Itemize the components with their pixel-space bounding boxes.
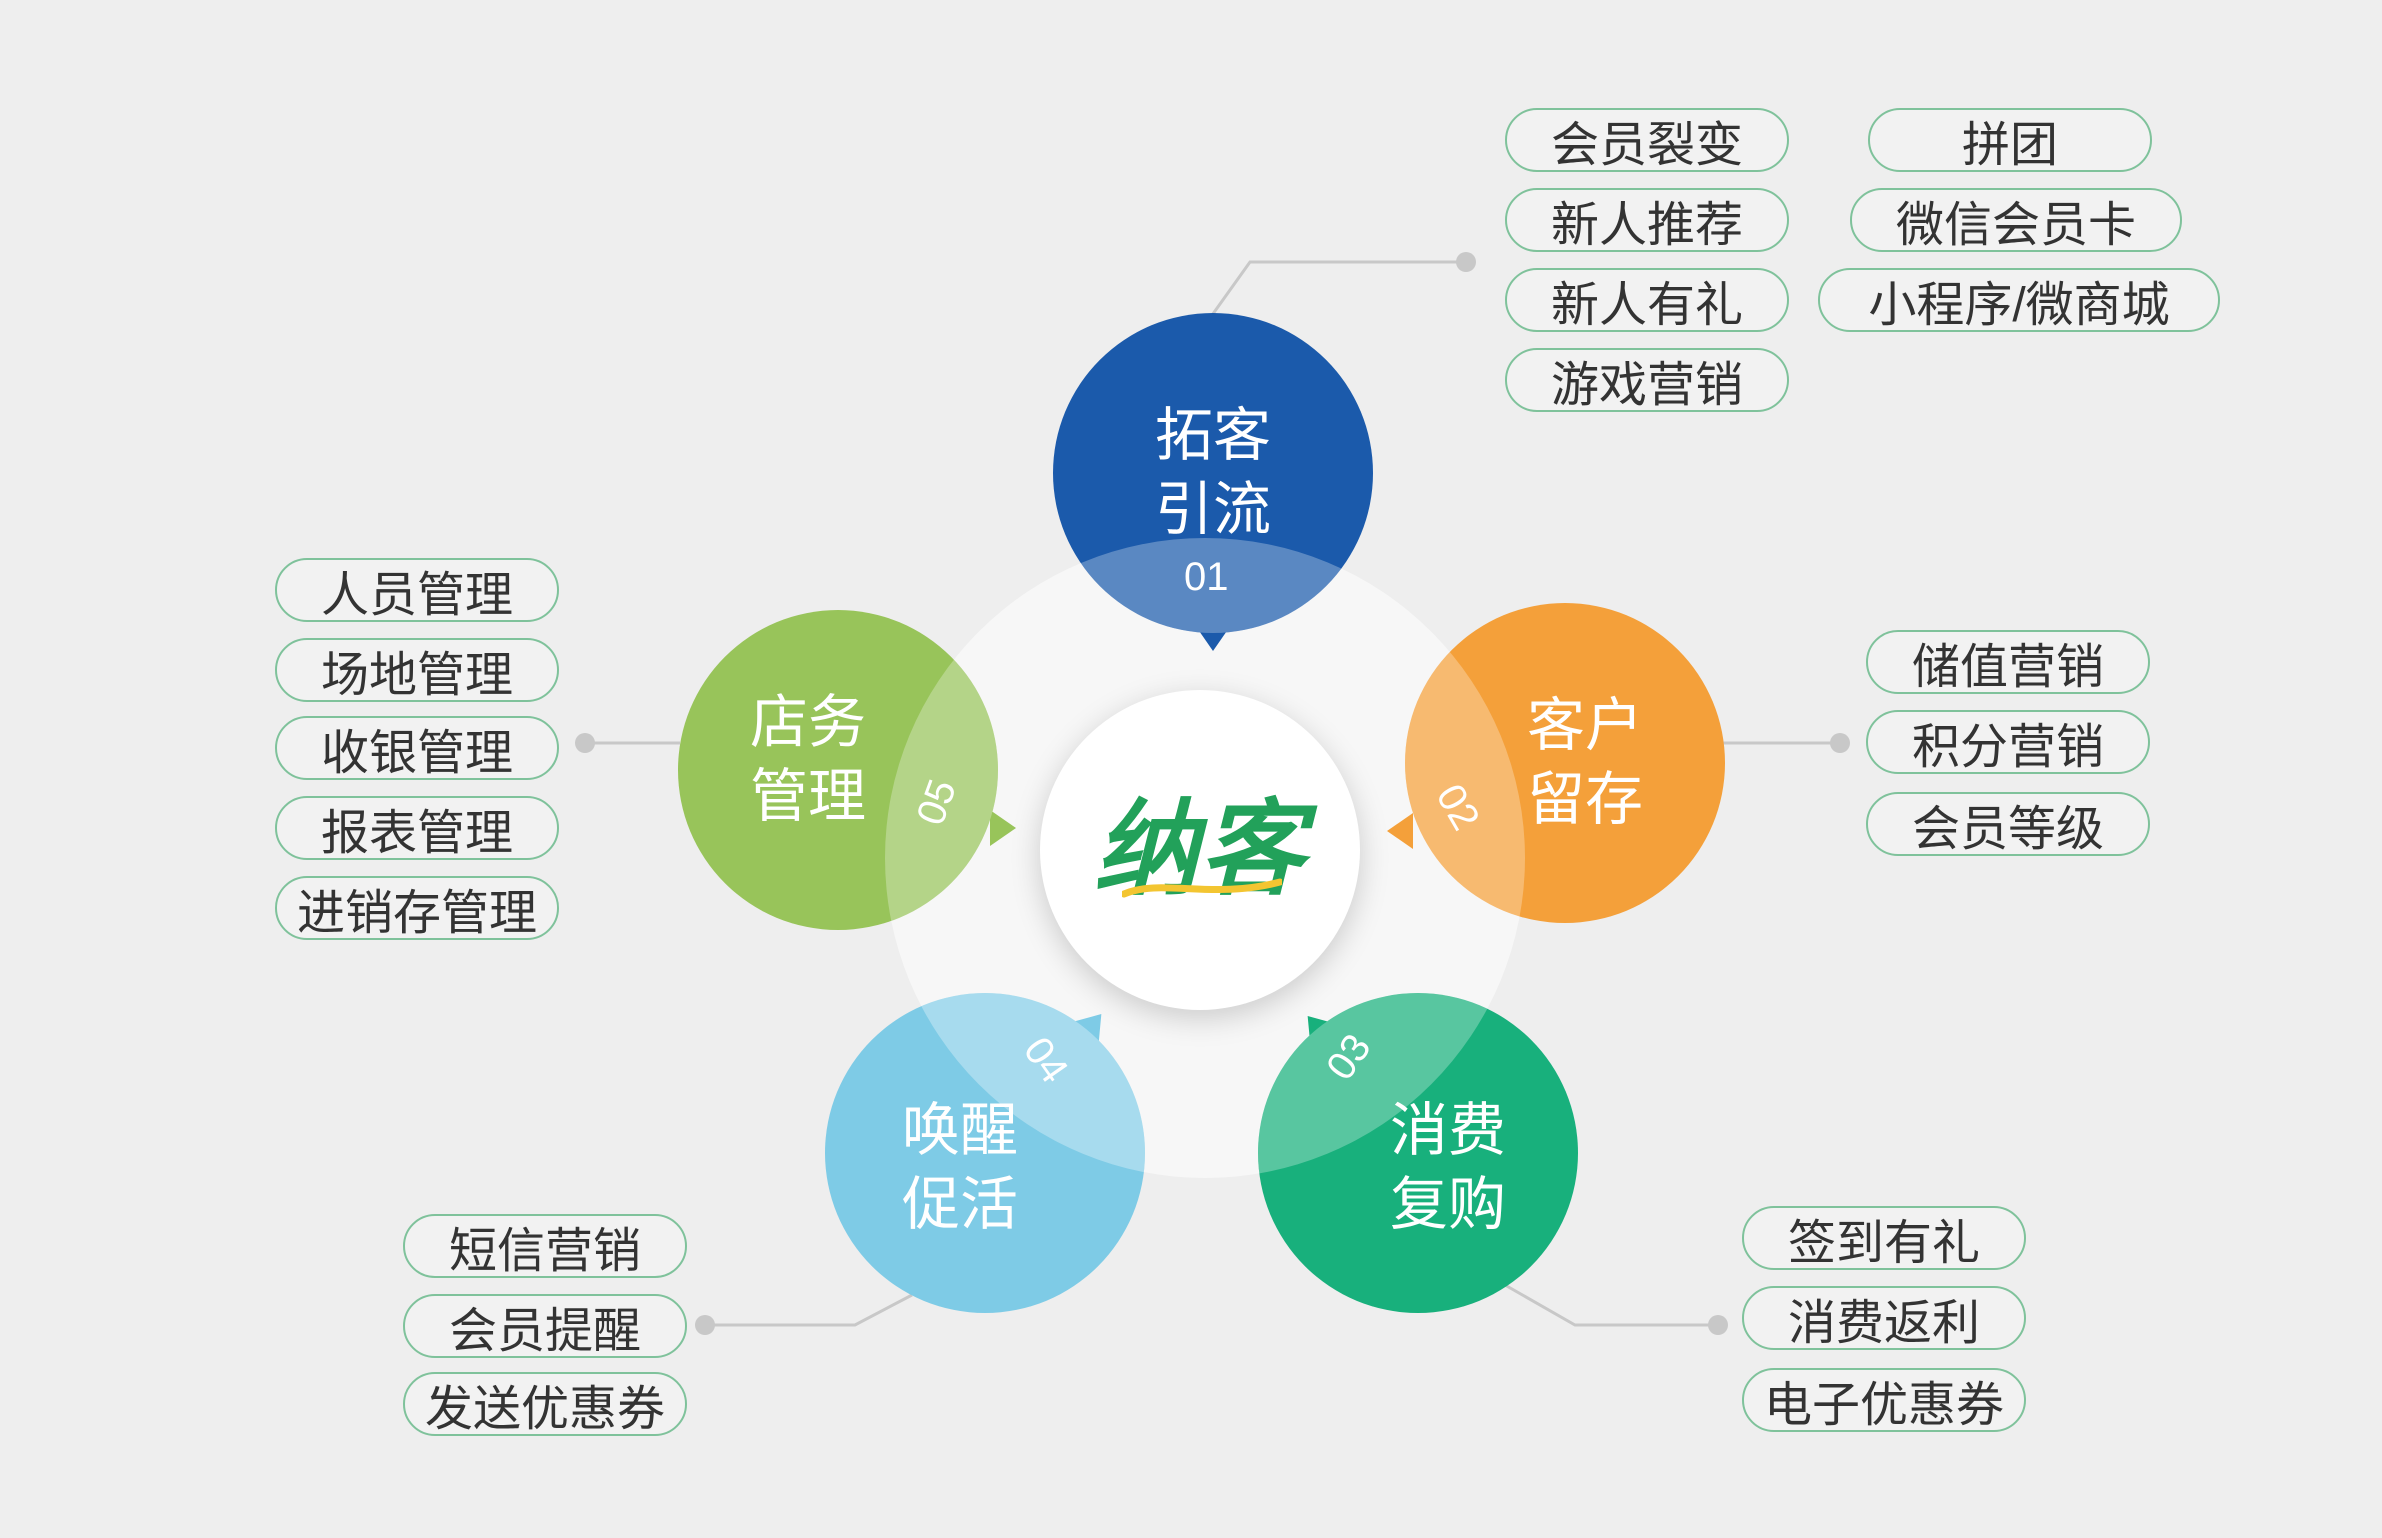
node-reactivation: 唤醒 促活 [825,993,1145,1313]
node-repurchase-title-line2: 复购 [1389,1172,1506,1237]
logo-swash-icon [1122,878,1282,898]
connector-dot-04 [695,1315,715,1335]
node-store-pointer [990,810,1016,846]
tag-member-level: 会员等级 [1866,792,2150,856]
connector-dot-05 [575,733,595,753]
connector-01 [1208,260,1466,319]
tag-game-marketing: 游戏营销 [1505,348,1789,412]
tag-inventory: 进销存管理 [275,876,559,940]
connector-dot-03 [1708,1315,1728,1335]
tag-referral: 新人推荐 [1505,188,1789,252]
node-reactivation-title-line2: 促活 [901,1172,1018,1237]
tag-group-buy: 拼团 [1868,108,2152,172]
node-retention: 客户 留存 [1387,603,1725,923]
tag-sms: 短信营销 [403,1214,687,1278]
connector-dot-01 [1456,252,1476,272]
node-repurchase: 消费 复购 [1258,993,1578,1313]
connector-dot-02 [1830,733,1850,753]
node-acquisition: 拓客 引流 [1053,313,1373,651]
connector-03 [1504,1283,1718,1327]
node-acquisition-number: 01 [1184,555,1229,599]
tag-send-coupon: 发送优惠券 [403,1372,687,1436]
node-acquisition-title-line2: 引流 [1154,477,1271,542]
connector-04 [705,1293,913,1327]
node-retention-title-line1: 客户 [1526,693,1643,758]
tag-wechat-card: 微信会员卡 [1850,188,2182,252]
tag-member-fission: 会员裂变 [1505,108,1789,172]
tag-newcomer-gift: 新人有礼 [1505,268,1789,332]
node-store-title-line1: 店务 [749,690,866,755]
tag-venue: 场地管理 [275,638,559,702]
node-store-title-line2: 管理 [749,764,866,829]
tag-member-reminder: 会员提醒 [403,1294,687,1358]
tag-check-in: 签到有礼 [1742,1206,2026,1270]
node-reactivation-title-line1: 唤醒 [901,1098,1018,1163]
tag-reports: 报表管理 [275,796,559,860]
node-repurchase-title-line1: 消费 [1389,1098,1506,1163]
node-retention-title-line2: 留存 [1526,767,1643,832]
tag-staff: 人员管理 [275,558,559,622]
node-retention-pointer [1387,813,1413,849]
tag-e-coupon: 电子优惠券 [1742,1368,2026,1432]
node-store: 店务 管理 [678,610,1016,930]
node-acquisition-pointer [1195,625,1231,651]
tag-cashier: 收银管理 [275,716,559,780]
tag-stored-value: 储值营销 [1866,630,2150,694]
tag-points: 积分营销 [1866,710,2150,774]
center-logo: 纳客 [1040,690,1360,1010]
node-acquisition-title-line1: 拓客 [1154,403,1271,468]
tag-cashback: 消费返利 [1742,1286,2026,1350]
tag-mini-program: 小程序/微商城 [1818,268,2220,332]
